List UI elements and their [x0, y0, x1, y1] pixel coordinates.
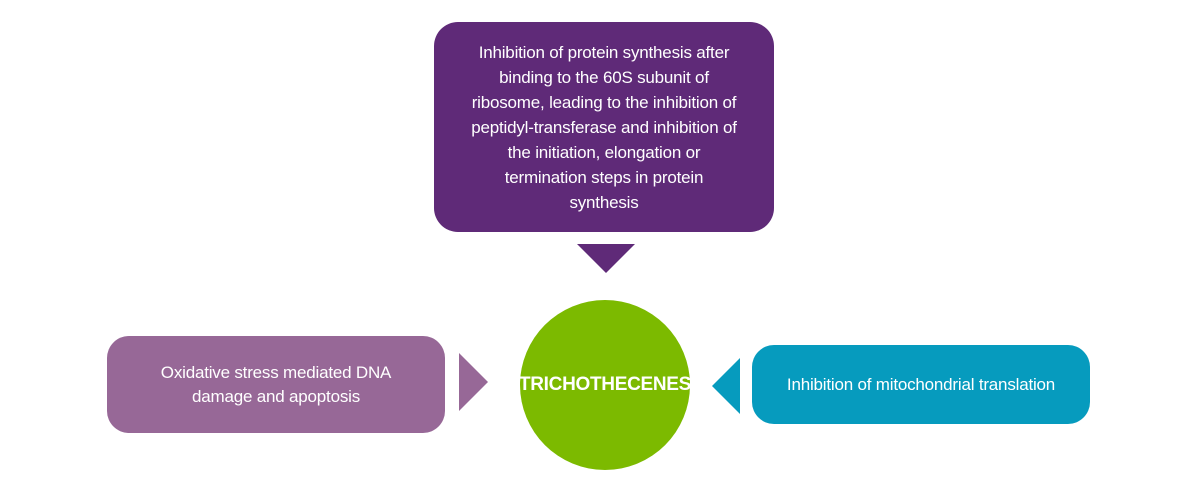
mitochondrial-translation-box: Inhibition of mitochondrial translation [752, 345, 1090, 424]
arrow-right-icon [459, 353, 488, 411]
oxidative-stress-box: Oxidative stress mediated DNA damage and… [107, 336, 445, 433]
oxidative-stress-text: Oxidative stress mediated DNA damage and… [160, 362, 392, 406]
arrow-down-icon [577, 244, 635, 273]
mitochondrial-translation-text: Inhibition of mitochondrial translation [786, 374, 1056, 394]
trichothecenes-label: TRICHOTHECENES [518, 374, 692, 395]
protein-synthesis-inhibition-box: Inhibition of protein synthesis after bi… [434, 22, 774, 232]
arrow-left-icon [712, 358, 740, 414]
trichothecenes-circle: TRICHOTHECENES [518, 300, 692, 470]
protein-synthesis-inhibition-text: Inhibition of protein synthesis after bi… [471, 42, 737, 212]
